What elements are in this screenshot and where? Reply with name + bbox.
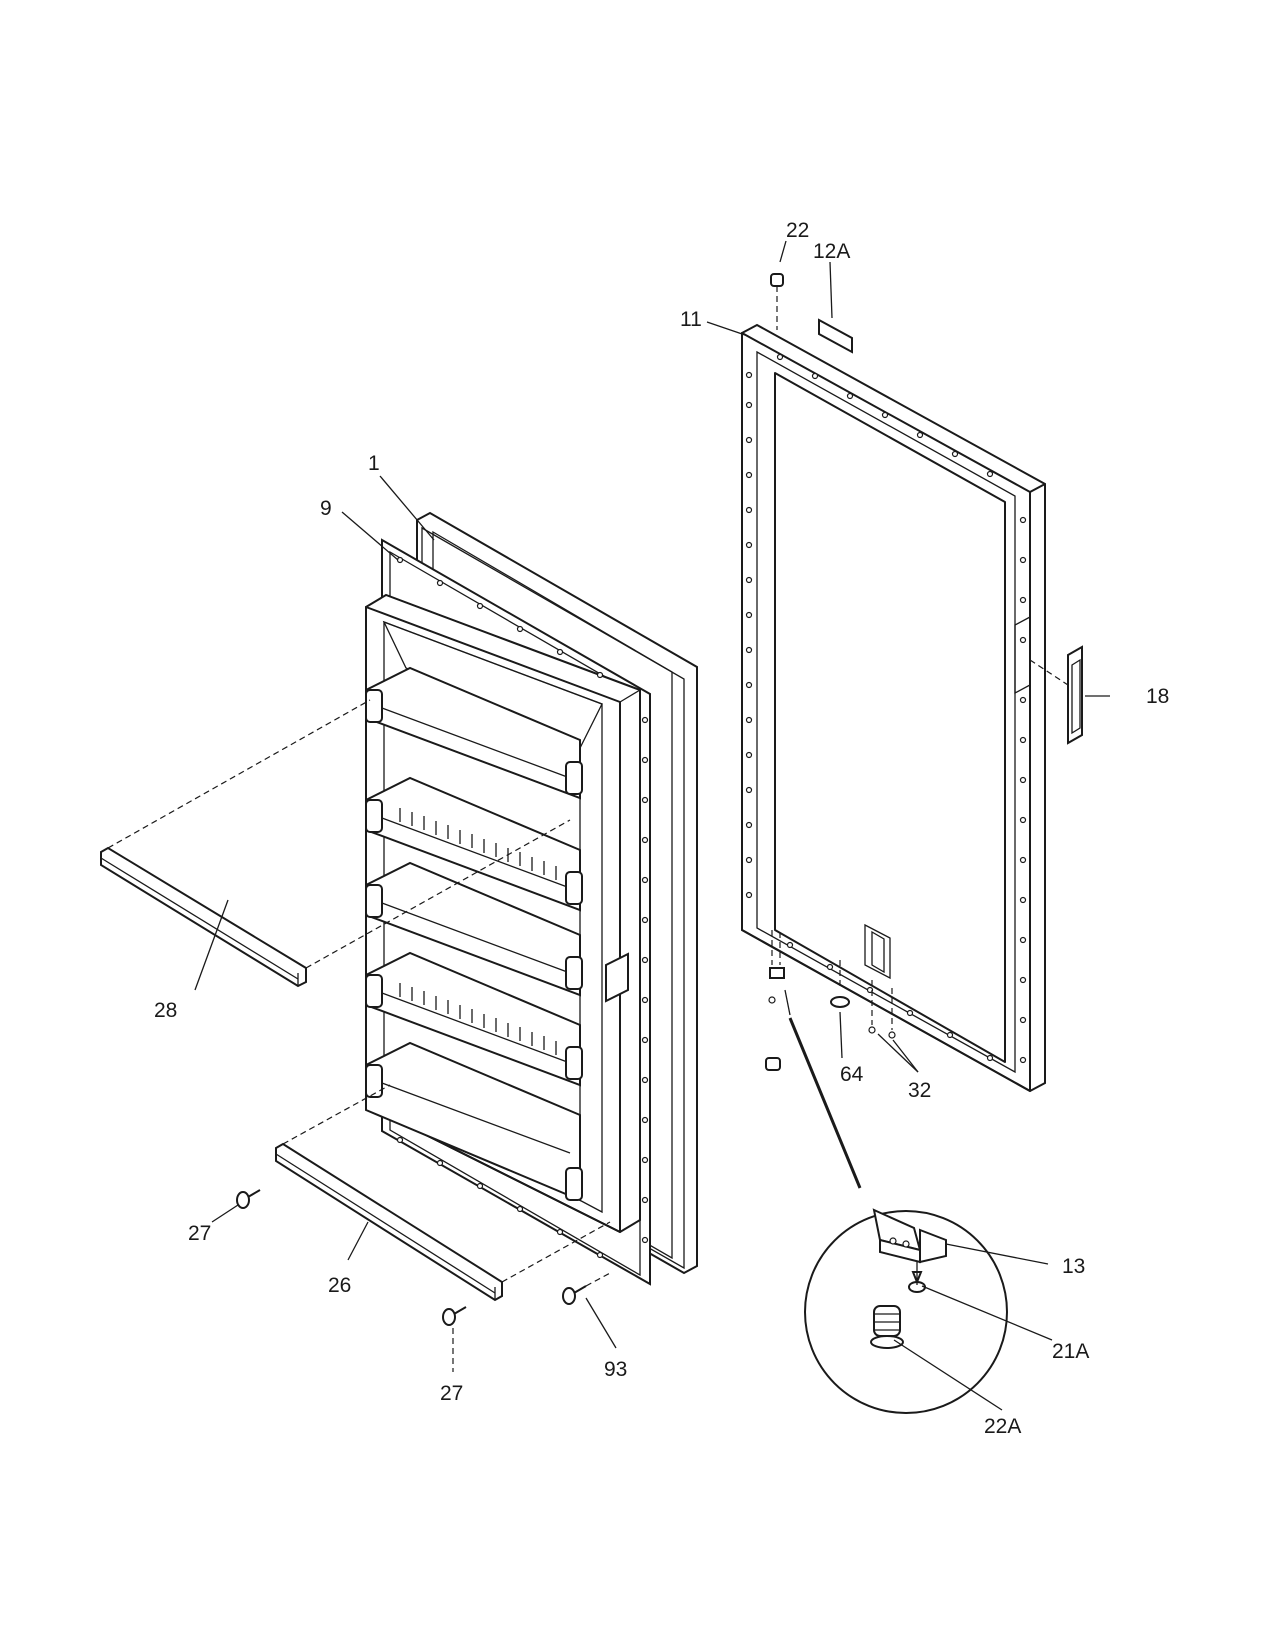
callout-1: 1 bbox=[368, 452, 380, 475]
screw-21A bbox=[908, 1262, 926, 1293]
screw-27-left bbox=[236, 1189, 261, 1209]
callout-27-left: 27 bbox=[188, 1222, 211, 1245]
callout-11: 11 bbox=[680, 308, 702, 331]
screw-93 bbox=[562, 1271, 613, 1305]
hinge-bracket-13 bbox=[872, 1208, 947, 1264]
inner-door-liner bbox=[365, 511, 698, 1286]
handle-recess bbox=[1014, 615, 1031, 695]
clip-64 bbox=[830, 960, 850, 1008]
callout-64: 64 bbox=[840, 1063, 864, 1086]
plug-22A bbox=[870, 1305, 904, 1349]
outer-door-panel bbox=[741, 323, 1046, 1093]
shelf-rail-lower bbox=[275, 1084, 611, 1302]
callout-9: 9 bbox=[320, 497, 332, 520]
door-shelf-5 bbox=[365, 1041, 583, 1202]
callout-28: 28 bbox=[154, 999, 177, 1022]
plug-22-top bbox=[770, 273, 784, 330]
screws-32 bbox=[868, 980, 896, 1039]
callout-21A: 21A bbox=[1052, 1340, 1089, 1363]
callout-18: 18 bbox=[1146, 685, 1169, 708]
leader-lines bbox=[194, 240, 1110, 1411]
callout-12A: 12A bbox=[813, 240, 850, 263]
label-12A bbox=[818, 318, 853, 354]
bottom-slot bbox=[864, 923, 891, 980]
door-handle-18 bbox=[1029, 645, 1083, 745]
door-shelf-4 bbox=[365, 951, 583, 1087]
hinge-assembly-small bbox=[765, 930, 791, 1071]
hinge-detail-inset bbox=[788, 1017, 1008, 1414]
callout-13: 13 bbox=[1062, 1255, 1085, 1278]
liner-latch-tab bbox=[605, 952, 629, 1003]
callout-32: 32 bbox=[908, 1079, 931, 1102]
shelf-rail-upper bbox=[100, 699, 571, 988]
screw-27-bottom bbox=[442, 1306, 467, 1326]
callout-26: 26 bbox=[328, 1274, 351, 1297]
callout-93: 93 bbox=[604, 1358, 627, 1381]
door-shelf-2 bbox=[365, 776, 583, 912]
callout-27-bottom: 27 bbox=[440, 1382, 463, 1405]
liner-rivet-holes bbox=[396, 556, 649, 1259]
callout-22A: 22A bbox=[984, 1415, 1021, 1438]
door-shelf-1 bbox=[365, 666, 583, 800]
callout-22: 22 bbox=[786, 219, 809, 242]
door-shelf-3 bbox=[365, 861, 583, 997]
panel-rivet-holes bbox=[745, 353, 1027, 1064]
